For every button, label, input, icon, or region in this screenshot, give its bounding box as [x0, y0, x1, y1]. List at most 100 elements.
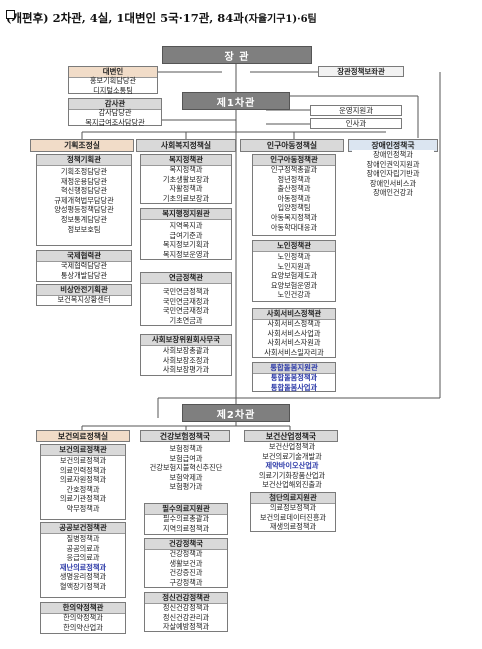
section-items: 필수의료총괄과 지역의료정책과 [145, 514, 227, 533]
list-item: 정년정책과 [277, 174, 311, 184]
list-item: 사회서비스자원과 [267, 338, 321, 348]
list-item: 의료인력정책과 [59, 465, 107, 475]
section-head: 필수의료지원관 [145, 504, 227, 515]
list-item: 사회보장조정과 [162, 355, 210, 365]
list-item: 재정운용담당관 [60, 176, 108, 186]
list-item: 건강증진과 [169, 568, 203, 578]
list-item: 감사담당관 [98, 108, 132, 117]
list-item: 출산정책과 [277, 184, 311, 194]
title-main: (개편후) 2차관, 4실, 1대변인 5국·17관, 84과 [6, 11, 244, 25]
office-label: 인구아동정책실 [266, 141, 318, 150]
list-item: 노인건강과 [277, 290, 311, 300]
mental-health-section: 정신건강정책관 정신건강정책과 정신건강관리과 자살예방정책과 [144, 592, 228, 632]
section-items: 사회서비스정책과 사회서비스사업과 사회서비스자원과 사회서비스일자리과 [253, 319, 335, 357]
list-item: 국민연금정책과 [162, 287, 210, 296]
policy-advisor-label: 장관정책보좌관 [337, 67, 385, 76]
list-item: 재난의료정책과 [59, 562, 107, 572]
health-insurance-section: 보험정책과 보험급여과 건강보험지불혁신추진단 보험약제과 보험평가과 [138, 444, 234, 500]
list-item: 보건산업정책과 [268, 442, 316, 451]
list-item: 공공의료과 [66, 543, 100, 553]
policy-planning-section: 정책기획관 기획조정담당관 재정운용담당관 혁신행정담당관 규제개혁법무담당관 … [36, 154, 132, 246]
section-items: 보건의료정책과 의료인력정책과 의료자원정책과 간호정책과 의료기관정책과 약무… [41, 456, 125, 514]
list-item: 의료자원정책과 [59, 475, 107, 485]
essential-care-section: 필수의료지원관 필수의료총괄과 지역의료정책과 [144, 503, 228, 535]
list-item: 국제협력담당관 [60, 261, 108, 270]
spokesperson-box: 대변인 홍보기획담당관 디지털소통팀 [68, 66, 158, 95]
list-item: 급여기준과 [169, 230, 203, 240]
list-item: 정보통계담당관 [60, 214, 108, 224]
list-item: 기초생활보장과 [162, 174, 210, 184]
title-tail: (자율기구1)·6팀 [243, 14, 317, 25]
list-item: 혈액장기정책과 [59, 581, 107, 591]
vice-minister-1-label: 제1차관 [216, 97, 256, 109]
list-item: 자살예방정책과 [162, 622, 210, 632]
list-item: 기초의료보장과 [162, 193, 210, 203]
list-item: 재생의료정책과 [269, 522, 317, 532]
list-item: 보험약제과 [169, 472, 203, 482]
office-label: 기획조정실 [64, 141, 100, 150]
list-item: 지역복지과 [169, 221, 203, 230]
section-items: 건강정책과 생활보건과 건강증진과 구강정책과 [145, 549, 227, 587]
welfare-admin-section: 복지행정지원관 지역복지과 급여기준과 복지정보기획과 복지정보운영과 [140, 208, 232, 260]
health-policy-section: 건강정책국 건강정책과 생활보건과 건강증진과 구강정책과 [144, 538, 228, 588]
list-item: 약무정책과 [66, 503, 100, 513]
list-item: 혁신행정담당관 [60, 186, 108, 196]
list-item: 보건산업해외진출과 [262, 480, 322, 490]
list-item: 보건복지상황센터 [57, 295, 111, 304]
section-items: 노인정책과 노인지원과 요양보험제도과 요양보험운영과 노인건강과 [253, 252, 335, 300]
list-item: 통상개발담당관 [60, 270, 108, 280]
audit-box: 감사관 감사담당관 복지급여조사담당관 [68, 98, 162, 127]
list-item: 장애인건강과 [373, 188, 413, 198]
list-item: 복지급여조사담당관 [85, 117, 145, 127]
policy-advisor-box: 장관정책보좌관 [318, 66, 404, 77]
chart-title: (개편후) 2차관, 4실, 1대변인 5국·17관, 84과(자율기구1)·6… [6, 10, 317, 26]
health-industry-section: 보건산업정책과 보건의료기술개발과 제약바이오산업과 의료기기화장품산업과 보건… [242, 442, 342, 490]
list-item: 사회서비스정책과 [267, 319, 321, 328]
section-head: 첨단의료지원관 [251, 493, 335, 504]
section-items: 질병정책과 공공의료과 응급의료과 재난의료정책과 생명윤리정책과 혈액장기정책… [41, 534, 125, 592]
list-item: 건강보험지불혁신추진단 [149, 463, 223, 473]
spokesperson-items: 홍보기획담당관 디지털소통팀 [69, 76, 157, 95]
list-item: 제약바이오산업과 [265, 461, 319, 471]
list-item: 의료기관정책과 [59, 494, 107, 504]
section-head: 국제협력관 [37, 251, 131, 262]
integrated-care-section: 통합돌봄지원관 통합돌봄정책과 통합돌봄사업과 [252, 362, 336, 392]
list-item: 한의약산업과 [63, 622, 103, 632]
list-item: 사회보장총괄과 [162, 346, 210, 355]
list-item: 정신건강관리과 [162, 612, 210, 622]
welfare-policy-section: 복지정책관 복지정책과 기초생활보장과 자활정책과 기초의료보장과 [140, 154, 232, 204]
section-items: 의료정보정책과 보건의료데이터진흥과 재생의료정책과 [251, 503, 335, 532]
section-items: 국민연금정책과 국민연금재정과 국민연금재정과 기초연금과 [141, 287, 231, 325]
spokesperson-head: 대변인 [69, 67, 157, 78]
section-items: 장애인정책과 장애인권익지원과 장애인자립기반과 장애인서비스과 장애인건강과 [352, 150, 434, 198]
list-item: 아동복지정책과 [270, 212, 318, 222]
audit-items: 감사담당관 복지급여조사담당관 [69, 108, 161, 127]
section-items: 보건산업정책과 보건의료기술개발과 제약바이오산업과 의료기기화장품산업과 보건… [242, 442, 342, 490]
section-head: 사회서비스정책관 [253, 309, 335, 320]
list-item: 노인지원과 [277, 261, 311, 271]
list-item: 구강정책과 [169, 577, 203, 587]
list-item: 장애인서비스과 [369, 178, 417, 188]
section-head: 복지행정지원관 [141, 209, 231, 220]
list-item: 인구정책총괄과 [270, 165, 318, 174]
list-item: 요양보험운영과 [270, 280, 318, 290]
list-item: 국민연금재정과 [162, 296, 210, 306]
list-item: 간호정책과 [66, 484, 100, 494]
section-head: 건강정책국 [145, 539, 227, 550]
office-social-welfare-head: 사회복지정책실 [136, 139, 236, 152]
list-item: 홍보기획담당관 [89, 76, 137, 85]
section-items: 복지정책과 기초생활보장과 자활정책과 기초의료보장과 [141, 165, 231, 203]
public-health-section: 공공보건정책관 질병정책과 공공의료과 응급의료과 재난의료정책과 생명윤리정책… [40, 522, 126, 598]
hr-box: 인사과 [310, 118, 402, 129]
list-item: 지역의료정책과 [162, 523, 210, 533]
section-items: 국제협력담당관 통상개발담당관 [37, 261, 131, 280]
list-item: 질병정책과 [66, 534, 100, 543]
office-population-child-head: 인구아동정책실 [240, 139, 344, 152]
population-child-section: 인구아동정책관 인구정책총괄과 정년정책과 출산정책과 아동정책과 입양정책팀 … [252, 154, 336, 236]
list-item: 복지정보기획과 [162, 240, 210, 250]
disability-section: 장애인정책과 장애인권익지원과 장애인자립기반과 장애인서비스과 장애인건강과 [352, 150, 434, 206]
list-item: 양성평등정책담당관 [54, 205, 114, 215]
section-items: 사회보장총괄과 사회보장조정과 사회보장평가과 [141, 346, 231, 375]
section-head: 한의약정책관 [41, 603, 125, 614]
